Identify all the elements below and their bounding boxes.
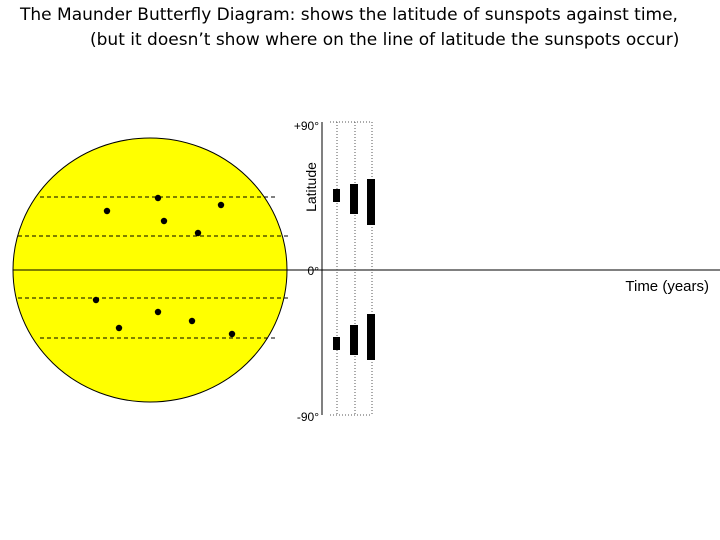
- butterfly-bar: [367, 179, 375, 225]
- butterfly-bar: [350, 184, 358, 214]
- sunspot: [189, 318, 195, 324]
- butterfly-bar: [350, 325, 358, 355]
- butterfly-bar: [333, 337, 340, 350]
- top-tick-label: +90°: [294, 119, 319, 133]
- sunspot: [229, 331, 235, 337]
- sunspot: [93, 297, 99, 303]
- x-axis-label: Time (years): [625, 278, 709, 295]
- sunspot: [116, 325, 122, 331]
- sunspot: [161, 218, 167, 224]
- sunspot: [195, 230, 201, 236]
- sunspot: [104, 208, 110, 214]
- butterfly-bar: [367, 314, 375, 360]
- y-axis-label: Latitude: [303, 162, 319, 212]
- bottom-tick-label: -90°: [297, 410, 319, 424]
- sunspot: [155, 195, 161, 201]
- sunspot: [218, 202, 224, 208]
- butterfly-bar: [333, 189, 340, 202]
- zero-tick-label: 0°: [308, 264, 320, 278]
- sunspot: [155, 309, 161, 315]
